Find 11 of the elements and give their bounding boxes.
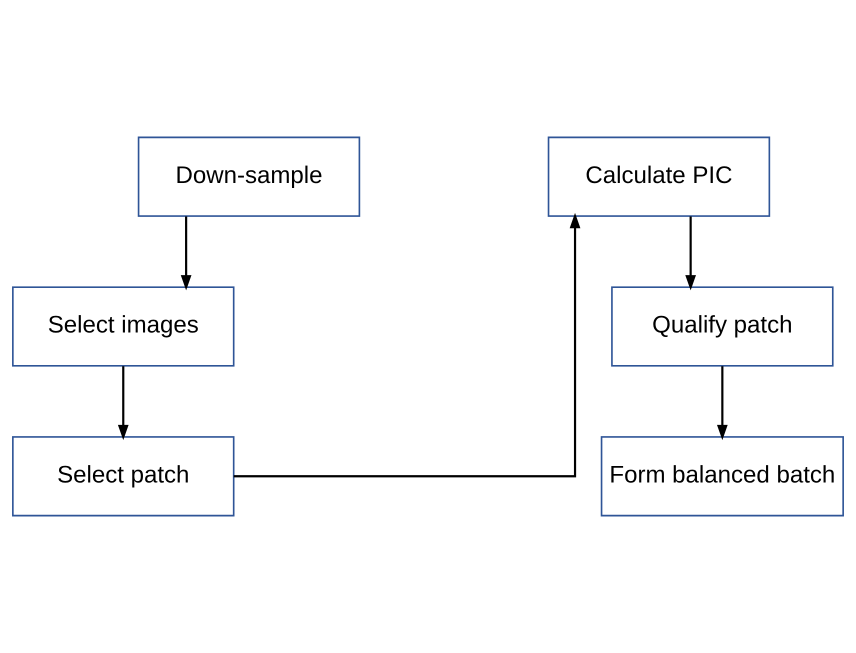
node-box: Select patch [12,436,234,516]
arrow [118,366,129,440]
node-box: Form balanced batch [600,436,844,516]
arrow [716,366,728,440]
arrow [234,212,580,478]
node-box: Select images [12,286,234,367]
node-box: Calculate PIC [548,136,770,217]
arrow [685,216,696,290]
arrow [180,216,192,290]
node-box: Down-sample [138,136,360,217]
node-box: Qualify patch [611,286,834,367]
